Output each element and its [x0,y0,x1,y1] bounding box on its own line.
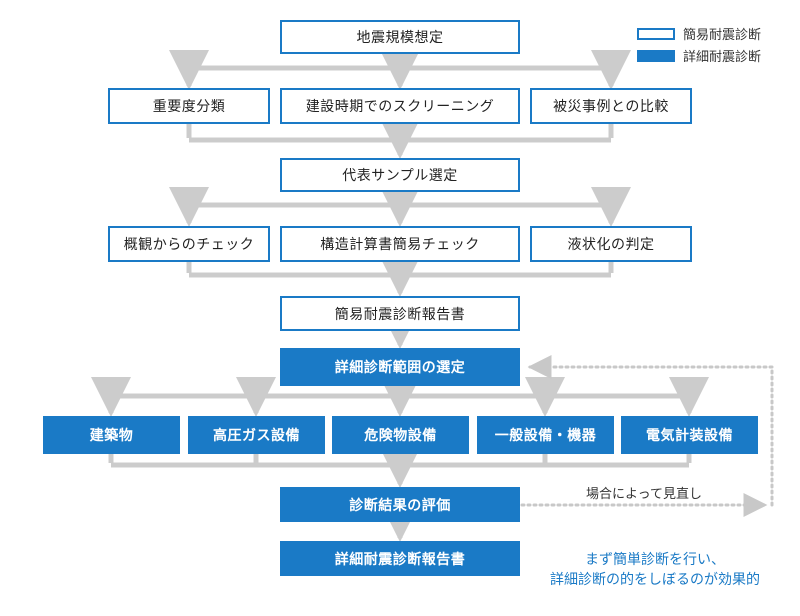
node-simple-report: 簡易耐震診断報告書 [280,296,520,331]
node-hazardous: 危険物設備 [332,416,469,454]
node-high-pressure: 高圧ガス設備 [188,416,325,454]
legend-detail: 詳細耐震診断 [637,46,761,65]
node-general: 一般設備・機器 [477,416,614,454]
node-disaster-cases: 被災事例との比較 [530,88,692,124]
note: まず簡単診断を行い、 詳細診断の的をしぼるのが効果的 [520,550,790,590]
node-liquefaction: 液状化の判定 [530,226,692,262]
node-screening: 建設時期でのスクリーニング [280,88,520,124]
node-structure-check: 構造計算書簡易チェック [280,226,520,262]
legend-detail-label: 詳細耐震診断 [683,50,762,65]
legend-simple-label: 簡易耐震診断 [683,28,762,43]
node-buildings: 建築物 [43,416,180,454]
legend-swatch-detail [637,49,675,62]
node-sample: 代表サンプル選定 [280,158,520,192]
legend-swatch-simple [637,27,675,40]
node-visual-check: 概観からのチェック [108,226,270,262]
node-scale: 地震規模想定 [280,20,520,54]
legend-simple: 簡易耐震診断 [637,24,761,43]
node-evaluation: 診断結果の評価 [280,487,520,522]
note-line-2: 詳細診断の的をしぼるのが効果的 [550,572,760,588]
feedback-label: 場合によって見直し [586,487,702,502]
node-detail-scope: 詳細診断範囲の選定 [280,348,520,386]
note-line-1: まず簡単診断を行い、 [585,552,725,568]
node-detail-report: 詳細耐震診断報告書 [280,541,520,576]
node-electrical: 電気計装設備 [621,416,758,454]
node-importance: 重要度分類 [108,88,270,124]
